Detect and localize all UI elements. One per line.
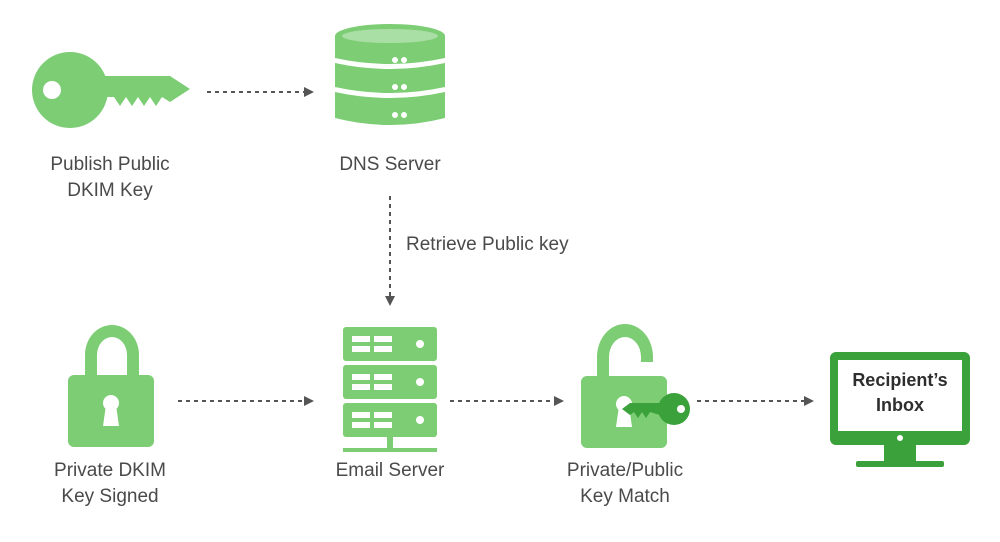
monitor-screen-text: Recipient’s Inbox: [838, 368, 962, 418]
padlock-open-key-icon: [581, 324, 690, 448]
server-rack-icon: [343, 327, 437, 452]
label-key-match-line1: Private/Public: [566, 460, 684, 481]
label-private-signed-line1: Private DKIM: [54, 460, 166, 481]
label-email-server: Email Server: [310, 458, 470, 484]
label-email-server-line1: Email Server: [335, 460, 445, 481]
label-retrieve-public-key: Retrieve Public key: [406, 234, 569, 255]
key-icon: [32, 52, 190, 128]
label-key-match: Private/Public Key Match: [545, 458, 705, 510]
database-icon: [335, 24, 445, 125]
label-private-signed-line2: Key Signed: [61, 486, 159, 507]
inbox-line2: Inbox: [876, 395, 924, 415]
inbox-line1: Recipient’s: [852, 370, 948, 390]
label-key-match-line2: Key Match: [580, 486, 670, 507]
label-dns-server-line1: DNS Server: [339, 154, 441, 175]
label-publish-key-line1: Publish Public: [50, 154, 170, 175]
label-publish-key-line2: DKIM Key: [67, 180, 153, 201]
label-dns-server: DNS Server: [310, 152, 470, 178]
padlock-closed-icon: [68, 325, 154, 447]
label-private-signed: Private DKIM Key Signed: [30, 458, 190, 510]
monitor-icon: [830, 352, 970, 467]
label-publish-key: Publish Public DKIM Key: [30, 152, 190, 204]
